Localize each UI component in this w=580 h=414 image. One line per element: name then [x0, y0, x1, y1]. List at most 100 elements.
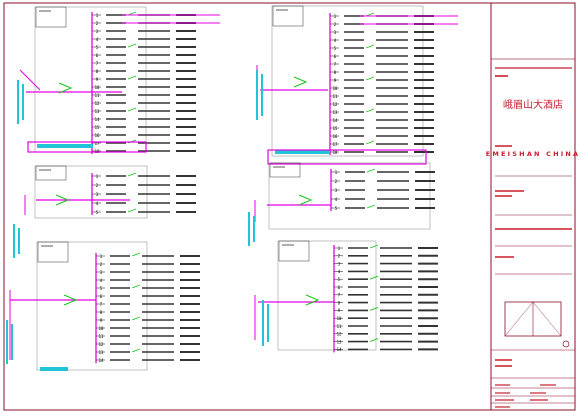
- breaker-symbol: [127, 11, 137, 16]
- circuit-row: 3: [330, 30, 434, 35]
- circuit-row: 2: [92, 21, 220, 26]
- circuit-row: 4: [92, 201, 196, 206]
- circuit-row: 13: [92, 107, 196, 114]
- circuit-row: 11: [92, 93, 196, 98]
- circuit-number: 3: [334, 30, 337, 35]
- circuit-number: 3: [338, 261, 341, 266]
- circuit-row: 1: [331, 168, 435, 175]
- circuit-number: 9: [334, 78, 337, 83]
- circuit-row: 4: [334, 269, 438, 274]
- panel-label-box: [35, 165, 67, 181]
- circuit-row: 3: [331, 188, 435, 193]
- circuit-number: 11: [95, 93, 100, 98]
- circuit-row: 1: [96, 252, 200, 259]
- circuit-row: 3: [334, 261, 438, 266]
- sheet-outer-border: [3, 2, 576, 411]
- circuit-number: 17: [333, 142, 338, 147]
- circuit-number: 12: [99, 342, 104, 347]
- circuit-number: 2: [338, 254, 341, 259]
- circuit-row: 1: [92, 172, 196, 179]
- breaker-symbol: [369, 275, 379, 280]
- circuit-number: 2: [335, 179, 338, 184]
- cable-riser-bar: [261, 74, 263, 116]
- circuit-row: 14: [330, 118, 434, 123]
- circuit-row: 5: [331, 204, 435, 211]
- circuit-row: 2: [330, 22, 458, 27]
- circuit-row: 12: [334, 332, 438, 337]
- circuit-number: 4: [100, 278, 103, 283]
- circuit-row: 2: [92, 183, 196, 188]
- circuit-row: 7: [92, 61, 196, 66]
- circuit-number: 3: [96, 29, 99, 34]
- cable-riser-bar: [17, 80, 19, 124]
- circuit-number: 16: [95, 133, 100, 138]
- circuit-row: 12: [96, 342, 200, 347]
- project-name-en: EMEISHAN CHINA: [486, 150, 580, 158]
- circuit-number: 16: [333, 134, 338, 139]
- circuit-row: 4: [92, 37, 196, 42]
- panel-label-box: [37, 241, 69, 263]
- circuit-row: 16: [330, 134, 434, 139]
- circuit-row: 3: [92, 192, 196, 197]
- circuit-number: 17: [95, 141, 100, 146]
- sub-feeder-loop: [27, 141, 147, 153]
- circuit-number: 5: [334, 46, 337, 51]
- circuit-row: 10: [330, 86, 434, 91]
- circuit-number: 3: [335, 188, 338, 193]
- circuit-row: 2: [96, 262, 200, 267]
- circuit-row: 11: [330, 94, 434, 99]
- panel-tag-bar: [275, 150, 329, 154]
- breaker-symbol: [369, 338, 379, 343]
- circuit-number: 8: [338, 300, 341, 305]
- circuit-row: 17: [330, 140, 434, 147]
- breaker-symbol: [365, 76, 375, 81]
- cable-riser-bar: [262, 300, 264, 346]
- main-breaker-symbol: [293, 76, 308, 88]
- circuit-row: 8: [334, 300, 438, 305]
- project-name-cn: 峨眉山大酒店: [503, 98, 563, 111]
- panel-label-box: [35, 6, 67, 28]
- panel-frame: [34, 165, 148, 219]
- main-breaker-symbol: [63, 294, 78, 306]
- panel-tag-bar: [37, 144, 93, 148]
- circuit-row: 12: [330, 102, 434, 107]
- circuit-number: 11: [333, 94, 338, 99]
- circuit-row: 2: [331, 179, 435, 184]
- circuit-row: 9: [96, 316, 200, 323]
- circuit-row: 3: [92, 29, 196, 34]
- circuit-number: 5: [96, 210, 99, 215]
- circuit-row: 13: [96, 348, 200, 355]
- circuit-number: 1: [100, 254, 103, 259]
- circuit-row: 4: [331, 197, 435, 202]
- circuit-row: 5: [334, 275, 438, 282]
- breaker-symbol: [127, 75, 137, 80]
- cable-riser-bar: [22, 84, 24, 120]
- circuit-number: 1: [96, 174, 99, 179]
- circuit-row: 18: [92, 149, 196, 154]
- circuit-row: 10: [96, 326, 200, 331]
- panel-mid-right: 1 2 3 4 5: [248, 149, 435, 246]
- circuit-row: 7: [330, 62, 434, 67]
- circuit-row: 1: [92, 11, 220, 18]
- breaker-symbol: [127, 43, 137, 48]
- breaker-symbol: [365, 44, 375, 49]
- sub-feeder-loop: [267, 149, 427, 165]
- circuit-number: 7: [334, 62, 337, 67]
- feeder-riser: [19, 69, 41, 91]
- circuit-row: 6: [96, 294, 200, 299]
- panel-frame: [36, 241, 148, 371]
- panel-mid-left: 1 2 3 4 5: [13, 141, 196, 258]
- circuit-row: 2: [334, 254, 438, 259]
- circuit-number: 4: [338, 269, 341, 274]
- key-plan-diag-2: [532, 301, 562, 337]
- circuit-row: 14: [96, 358, 200, 363]
- circuit-number: 1: [335, 170, 338, 175]
- breaker-symbol: [365, 108, 375, 113]
- circuit-number: 3: [100, 270, 103, 275]
- circuit-number: 7: [338, 293, 341, 298]
- circuit-row: 8: [96, 310, 200, 315]
- circuit-row: 5: [330, 44, 434, 51]
- cable-riser-bar: [6, 320, 8, 364]
- circuit-number: 12: [333, 102, 338, 107]
